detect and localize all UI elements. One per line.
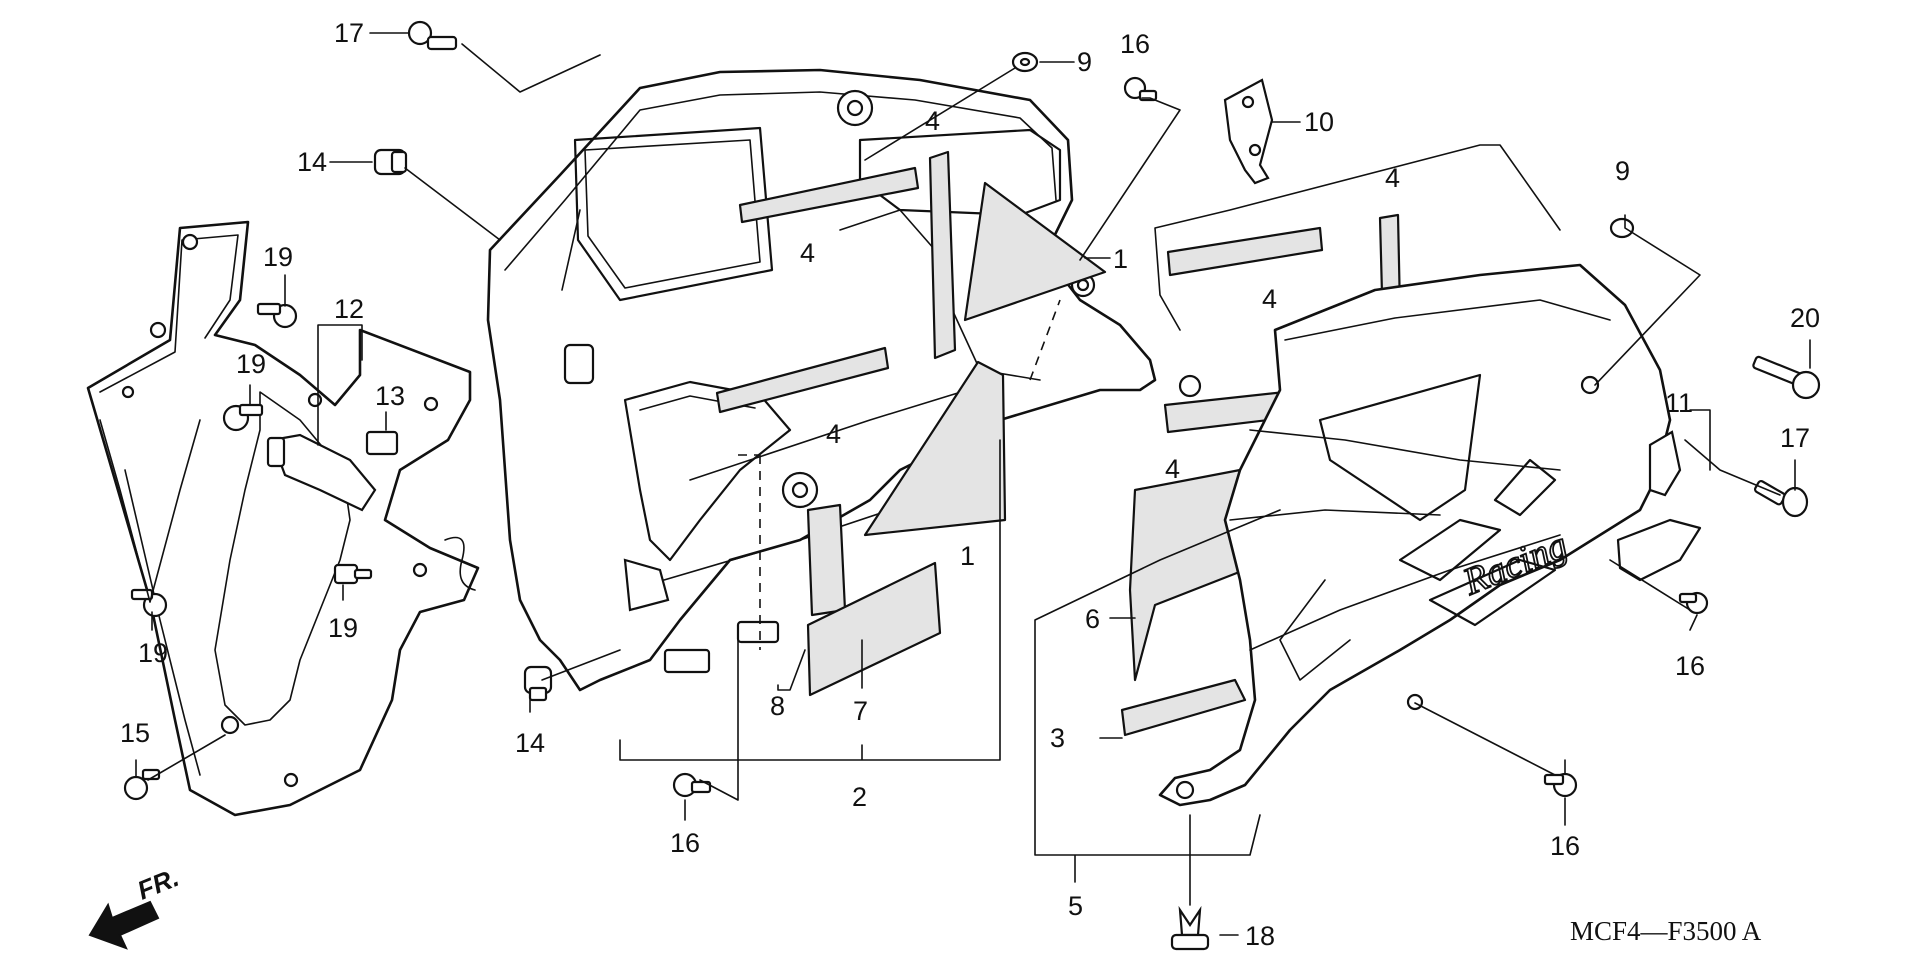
callout-1: 1 [960, 541, 975, 571]
screw-17a [407, 20, 458, 51]
leader-lines [99, 32, 1811, 936]
nut-13 [365, 430, 399, 456]
callout-16: 16 [1120, 29, 1150, 59]
callout-4: 4 [925, 106, 940, 136]
clip-19a [256, 302, 298, 329]
hardware [123, 20, 1821, 951]
front-direction-arrow: FR. [88, 862, 183, 950]
screw-16a [1123, 76, 1158, 102]
callout-17: 17 [1780, 423, 1810, 453]
screw-16b [672, 772, 712, 798]
callout-15: 15 [120, 718, 150, 748]
foam-strip-4c [928, 150, 957, 360]
foam-strip-4a [738, 166, 920, 224]
callout-17: 17 [334, 18, 364, 48]
callout-19: 19 [138, 638, 168, 668]
callout-labels: 17 9 16 10 14 4 4 1 4 4 4 9 20 11 17 4 1… [120, 18, 1820, 951]
lower-cowl-5: Racing [1158, 263, 1702, 807]
direction-label: FR. [133, 862, 183, 906]
bracket-11 [1648, 430, 1682, 497]
pad-8 [806, 503, 847, 617]
bracket-12 [266, 433, 377, 512]
screw-16c [1678, 591, 1709, 615]
bolt-20 [1752, 355, 1821, 400]
callout-8: 8 [770, 691, 785, 721]
bracket-10 [1223, 78, 1274, 185]
clip-19c [333, 563, 373, 585]
callout-4: 4 [1262, 284, 1277, 314]
clip-19b [222, 403, 264, 432]
callout-19: 19 [328, 613, 358, 643]
callout-1: 1 [1113, 244, 1128, 274]
drawing-code: MCF4—F3500 A [1570, 916, 1762, 946]
screw-16d [1543, 772, 1578, 798]
callout-14: 14 [297, 147, 327, 177]
screw-17b [1753, 479, 1809, 518]
callout-20: 20 [1790, 303, 1820, 333]
callout-13: 13 [375, 381, 405, 411]
callout-5: 5 [1068, 891, 1083, 921]
callout-7: 7 [853, 696, 868, 726]
callout-4: 4 [826, 419, 841, 449]
foam-triangle-1a [963, 181, 1107, 322]
washer-9b [1609, 217, 1635, 239]
callout-10: 10 [1304, 107, 1334, 137]
callout-18: 18 [1245, 921, 1275, 951]
pad-7 [806, 561, 942, 697]
foam-strip-3 [1120, 678, 1247, 737]
callout-6: 6 [1085, 604, 1100, 634]
callout-9: 9 [1077, 47, 1092, 77]
callout-16: 16 [670, 828, 700, 858]
callout-4: 4 [1385, 163, 1400, 193]
grommet-14b [523, 665, 553, 702]
callout-19: 19 [236, 349, 266, 379]
foam-triangle-1b [863, 360, 1007, 537]
foam-strip-4d [1166, 226, 1324, 277]
callout-4: 4 [800, 238, 815, 268]
callout-12: 12 [334, 294, 364, 324]
callout-16: 16 [1675, 651, 1705, 681]
clip-18 [1170, 905, 1210, 951]
callout-19: 19 [263, 242, 293, 272]
foam-strip-4b [715, 346, 890, 414]
callout-3: 3 [1050, 723, 1065, 753]
callout-9: 9 [1615, 156, 1630, 186]
callout-4: 4 [1165, 454, 1180, 484]
grommet-14a [373, 148, 408, 176]
screw-15 [123, 768, 161, 801]
callout-16: 16 [1550, 831, 1580, 861]
callout-11: 11 [1665, 388, 1693, 418]
callout-2: 2 [852, 782, 867, 812]
callout-14: 14 [515, 728, 545, 758]
